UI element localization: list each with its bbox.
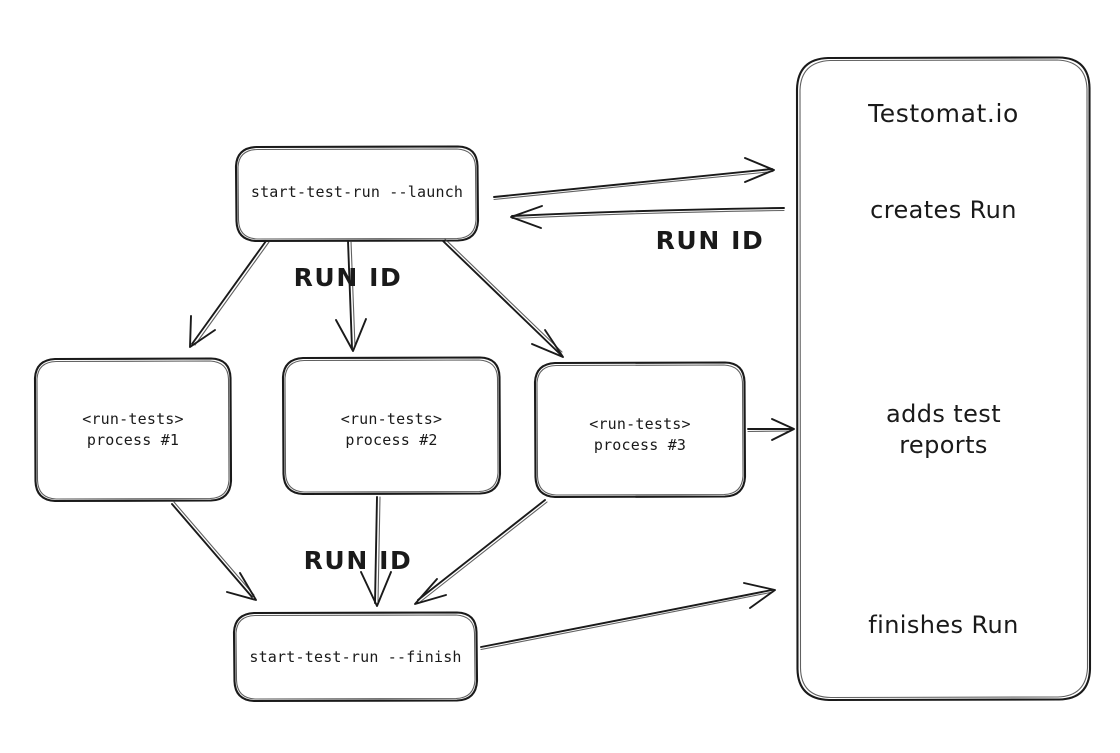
process3-node[interactable] — [535, 362, 746, 498]
service-panel-node[interactable] — [797, 57, 1091, 701]
arrow-launch-to-testomat — [493, 157, 775, 201]
finish-node[interactable] — [234, 612, 478, 702]
process2-node[interactable] — [283, 357, 501, 495]
process1-node[interactable] — [35, 358, 232, 502]
arrow-finish-to-testomat — [480, 582, 776, 651]
service-panel-shape — [795, 56, 1092, 702]
arrow-process3-to-testomat — [747, 418, 795, 441]
launch-box-shape — [234, 145, 480, 243]
process3-box-shape — [533, 361, 747, 499]
arrow-process1-to-finish — [171, 501, 257, 601]
arrow-launch-to-process3 — [442, 238, 564, 358]
process2-box-shape — [281, 356, 502, 496]
launch-node[interactable] — [236, 146, 478, 242]
arrow-process3-to-finish — [414, 499, 548, 605]
arrow-launch-to-process1 — [189, 240, 270, 348]
arrow-testomat-runid-to-launch — [510, 205, 785, 229]
process1-box-shape — [33, 357, 233, 503]
arrow-launch-to-process2 — [335, 240, 367, 352]
arrow-process2-to-finish — [360, 496, 392, 607]
finish-box-shape — [232, 611, 479, 703]
